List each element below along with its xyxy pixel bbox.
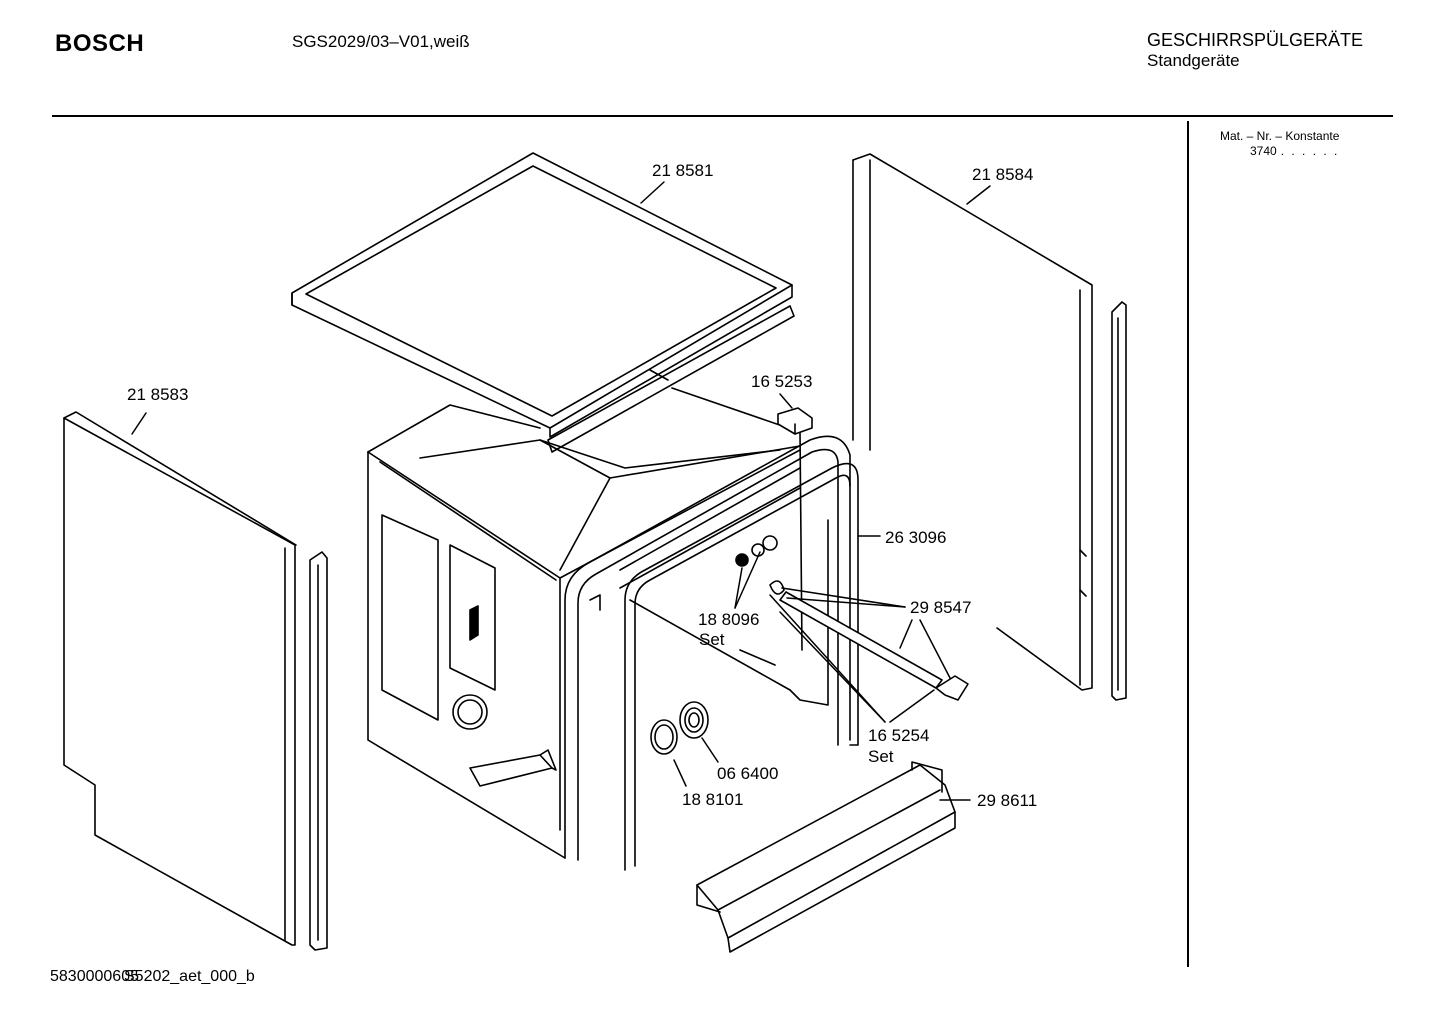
plug-and-ring-drawing bbox=[650, 701, 709, 755]
label-hinge-set-suffix: Set bbox=[868, 747, 894, 766]
leader-lines bbox=[131, 181, 991, 801]
document-id: 5830000605 bbox=[50, 968, 139, 985]
brand-logo: BOSCH bbox=[55, 30, 145, 57]
label-door-seal: 26 3096 bbox=[885, 528, 946, 547]
part-labels: 21 8581 21 8584 21 8583 16 5253 26 3096 … bbox=[127, 161, 1037, 810]
left-trim-drawing bbox=[309, 551, 328, 951]
clip-drawing bbox=[777, 407, 813, 435]
material-number-title: Mat. – Nr. – Konstante bbox=[1220, 129, 1340, 143]
label-seal-ring: 18 8101 bbox=[682, 790, 743, 809]
category-title: GESCHIRRSPÜLGERÄTE bbox=[1147, 30, 1364, 50]
rear-strip-drawing bbox=[547, 305, 795, 453]
base-panel-drawing bbox=[696, 761, 956, 953]
label-base-panel: 29 8611 bbox=[977, 791, 1037, 810]
label-right-panel: 21 8584 bbox=[972, 165, 1033, 184]
top-cover-drawing bbox=[291, 152, 793, 438]
label-plug: 06 6400 bbox=[717, 764, 778, 783]
bracket-rod-drawing bbox=[779, 591, 969, 701]
screw-set-drawing bbox=[735, 535, 785, 595]
category-subtitle: Standgeräte bbox=[1147, 51, 1240, 70]
label-hinge-set: 16 5254 bbox=[868, 726, 929, 745]
label-left-panel: 21 8583 bbox=[127, 385, 188, 404]
label-screw-set: 18 8096 bbox=[698, 610, 759, 629]
right-trim-drawing bbox=[1111, 301, 1127, 701]
sidebar-divider bbox=[1187, 121, 1189, 967]
header-divider bbox=[52, 115, 1393, 117]
label-bracket-rod: 29 8547 bbox=[910, 598, 971, 617]
right-panel-drawing bbox=[852, 153, 1093, 691]
label-top-cover: 21 8581 bbox=[652, 161, 713, 180]
material-number: 3740 bbox=[1250, 144, 1277, 158]
label-clip: 16 5253 bbox=[751, 372, 812, 391]
label-screw-set-suffix: Set bbox=[699, 630, 725, 649]
material-number-row: 3740. . . . . . bbox=[1250, 144, 1339, 158]
material-dots: . . . . . . bbox=[1280, 144, 1340, 158]
left-panel-drawing bbox=[63, 411, 297, 946]
document-id-overlay: S5202_aet_000_b bbox=[124, 968, 255, 985]
door-seal-drawing bbox=[564, 435, 859, 871]
model-number: SGS2029/03–V01,weiß bbox=[292, 32, 470, 51]
